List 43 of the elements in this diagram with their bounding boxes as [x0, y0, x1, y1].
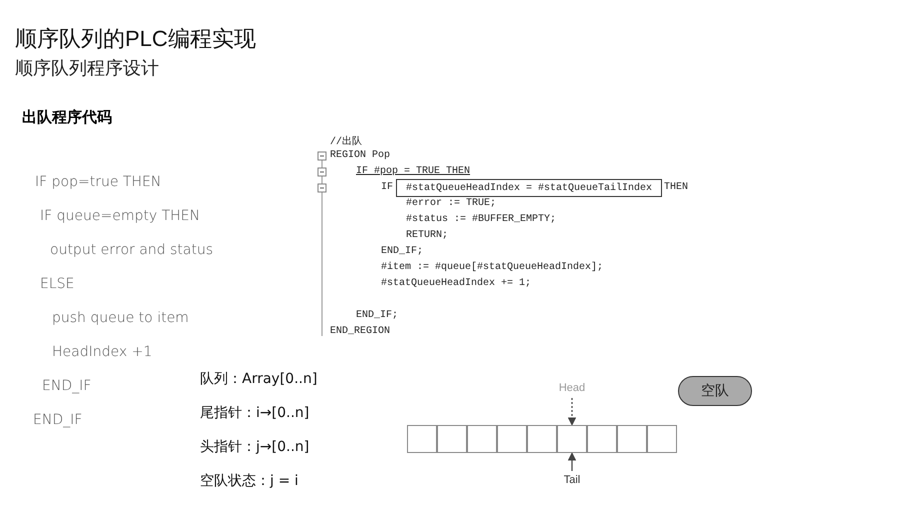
queue-cell — [617, 425, 647, 453]
queue-cell — [497, 425, 527, 453]
pointer-label: Tail — [552, 472, 592, 488]
section-heading: 出队程序代码 — [22, 108, 112, 127]
code-comment: //出队 — [330, 134, 362, 148]
definition-text: 队列：Array[0..n] — [200, 370, 318, 388]
pseudocode-line: END_IF — [42, 378, 92, 394]
arrow — [568, 398, 576, 426]
arrow — [568, 452, 576, 471]
queue-cell — [527, 425, 557, 453]
code-line: THEN — [664, 182, 688, 193]
code-line: IF #pop = TRUE THEN — [356, 166, 470, 177]
pseudocode-line: push queue to item — [52, 310, 189, 326]
highlight-box: #statQueueHeadIndex = #statQueueTailIndex — [396, 179, 662, 197]
queue-cell — [647, 425, 677, 453]
pointer-label: Head — [552, 380, 592, 396]
code-line: END_REGION — [330, 326, 390, 337]
queue-cell — [557, 425, 587, 453]
pseudocode-line: IF queue=empty THEN — [40, 208, 200, 224]
pseudocode-line: END_IF — [33, 412, 82, 428]
code-line: #statQueueHeadIndex += 1; — [381, 278, 532, 289]
code-line: REGION Pop — [330, 150, 390, 161]
definition-text: 头指针：j→[0..n] — [200, 438, 310, 456]
code-line: #status := #BUFFER_EMPTY; — [406, 214, 556, 225]
code-line: RETURN; — [406, 230, 448, 241]
slide-subtitle: 顺序队列程序设计 — [15, 57, 159, 80]
slide-title: 顺序队列的PLC编程实现 — [15, 25, 256, 53]
code-line: #item := #queue[#statQueueHeadIndex]; — [381, 262, 604, 273]
status-pill: 空队 — [678, 376, 752, 406]
code-line: END_IF; — [356, 310, 398, 321]
definition-text: 尾指针：i→[0..n] — [200, 404, 310, 422]
queue-cell — [407, 425, 437, 453]
code-line: #error := TRUE; — [406, 198, 496, 209]
code-line: IF — [381, 182, 394, 193]
definition-text: 空队状态：j = i — [200, 472, 298, 490]
pseudocode-line: IF pop=true THEN — [35, 174, 162, 190]
queue-cell — [467, 425, 497, 453]
queue-cell — [587, 425, 617, 453]
pseudocode-line: ELSE — [40, 276, 74, 292]
code-line: END_IF; — [381, 246, 424, 257]
pseudocode-line: output error and status — [50, 242, 214, 258]
pseudocode-line: HeadIndex +1 — [52, 344, 152, 360]
queue-cell — [437, 425, 467, 453]
